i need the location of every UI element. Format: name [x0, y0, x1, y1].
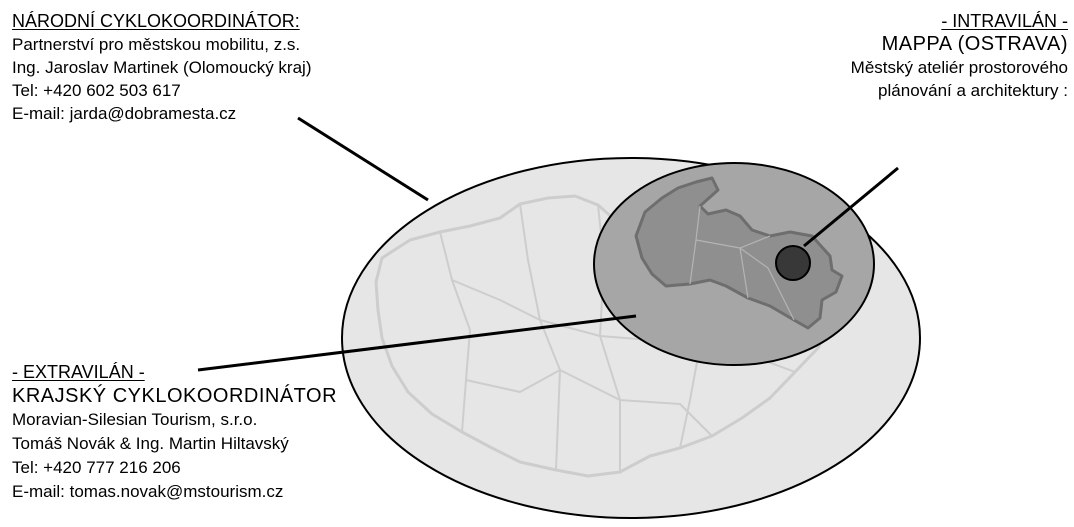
leader-line-intravilan	[803, 166, 899, 248]
intravilan-heading: - INTRAVILÁN -	[941, 11, 1068, 31]
district-borders	[689, 205, 795, 321]
region-shape	[634, 176, 844, 330]
national-org: Partnerství pro městskou mobilitu, z.s.	[12, 35, 301, 54]
national-coordinator-block: NÁRODNÍ CYKLOKOORDINÁTOR: Partnerství pr…	[12, 10, 311, 125]
extravilan-phone: Tel: +420 777 216 206	[12, 458, 181, 477]
extravilan-email: E-mail: tomas.novak@mstourism.cz	[12, 482, 284, 501]
intravilan-desc-line1: Městský ateliér prostorového	[850, 58, 1068, 77]
intravilan-org: MAPPA (OSTRAVA)	[881, 33, 1068, 55]
intravilan-block: - INTRAVILÁN - MAPPA (OSTRAVA) Městský a…	[851, 10, 1068, 102]
czech-map-outline	[374, 194, 834, 478]
national-heading: NÁRODNÍ CYKLOKOORDINÁTOR:	[12, 11, 300, 31]
extravilan-block: - EXTRAVILÁN - KRAJSKÝ CYKLOKOORDINÁTOR …	[12, 360, 337, 504]
national-email: E-mail: jarda@dobramesta.cz	[12, 104, 237, 123]
extravilan-org: Moravian-Silesian Tourism, s.r.o.	[12, 410, 258, 429]
national-person: Ing. Jaroslav Martinek (Olomoucký kraj)	[12, 58, 312, 77]
extravilan-role: KRAJSKÝ CYKLOKOORDINÁTOR	[12, 385, 338, 407]
national-phone: Tel: +420 602 503 617	[12, 81, 181, 100]
region-borders	[439, 203, 796, 472]
intravilan-desc-line2: plánování a architektury :	[878, 81, 1068, 100]
extravilan-heading: - EXTRAVILÁN -	[12, 362, 145, 382]
city-dot-ostrava	[775, 245, 811, 281]
leader-line-extravilan	[197, 314, 637, 372]
leader-line-national	[297, 116, 429, 202]
extravilan-persons: Tomáš Novák & Ing. Martin Hiltavský	[12, 434, 289, 453]
